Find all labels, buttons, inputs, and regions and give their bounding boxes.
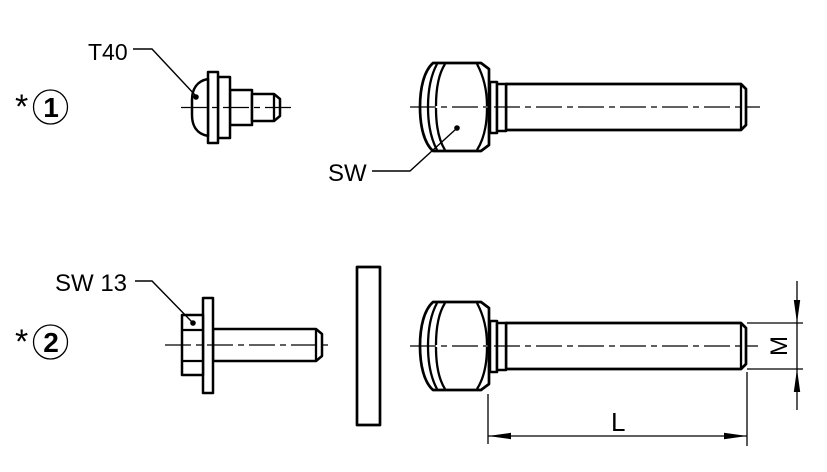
dimension-M: M <box>747 281 803 410</box>
dim-L-arrow-left <box>488 432 511 440</box>
item-1-row: * 1 T40 <box>15 39 760 187</box>
sw13-leader-line <box>135 280 193 323</box>
item1-asterisk: * <box>15 88 28 126</box>
hex-bolt-drawing-1 <box>410 61 760 153</box>
item1-marker-number: 1 <box>43 92 59 123</box>
t40-leader-line <box>133 48 197 97</box>
bolt-head-face-arc-bottom-right <box>476 107 489 151</box>
dimension-L: L <box>487 372 748 446</box>
bolt-head-face-arc-bottom-left <box>434 107 446 151</box>
hex-bolt-drawing-2 <box>410 300 758 392</box>
item2-marker-number: 2 <box>43 327 59 358</box>
bolt-head-face-arc-top-right <box>475 63 489 107</box>
item2-marker-circle <box>32 324 69 360</box>
t40-leader-dot <box>193 94 199 100</box>
dim-M-arrow-bottom <box>793 369 801 392</box>
dim-M-arrow-top <box>793 300 801 323</box>
item1-marker-circle <box>32 89 69 125</box>
torx-screw-drawing <box>181 70 294 145</box>
dim-L-arrow-right <box>724 432 747 440</box>
item-2-row: * 2 SW 13 <box>15 265 803 446</box>
spacer-plate <box>355 265 382 427</box>
bolt-head-face-arc-top-left <box>434 302 446 346</box>
sw-leader-dot <box>454 125 460 131</box>
bolt-head-face-arc-top-left <box>434 63 446 107</box>
flange-screw-hex-flat-lines <box>182 328 203 363</box>
dim-L-label: L <box>611 407 625 437</box>
t40-label: T40 <box>88 39 128 65</box>
item2-asterisk: * <box>15 323 28 361</box>
sw13-leader-dot <box>190 320 196 326</box>
dim-M-label: M <box>766 336 793 356</box>
bolt-head-face-arc-bottom-right <box>476 346 489 390</box>
sw-label: SW <box>328 160 367 187</box>
flange-screw-drawing <box>165 296 333 395</box>
bolt-head-face-arc-top-right <box>475 302 489 346</box>
sw-leader-line <box>372 128 457 172</box>
sw13-label: SW 13 <box>55 270 127 297</box>
bolt-head-face-arc-bottom-left <box>434 346 446 390</box>
